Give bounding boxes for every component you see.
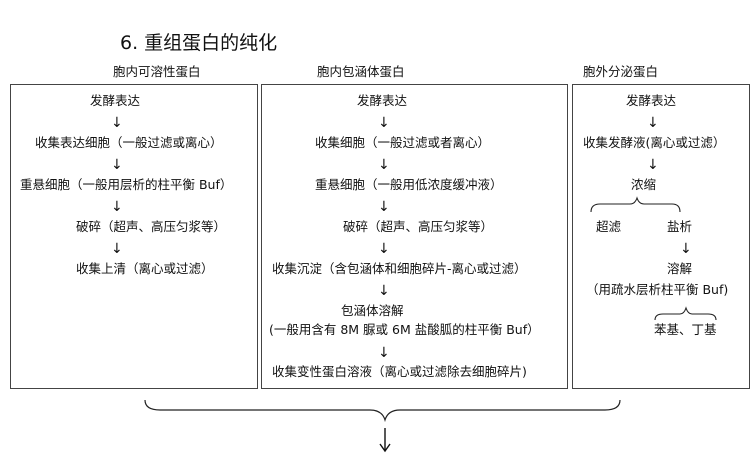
- flow-step: 破碎（超声、高压匀浆等）: [76, 219, 227, 234]
- soluble-protein-box: [10, 84, 258, 389]
- flow-step: 包涵体溶解: [341, 303, 404, 318]
- down-arrow-icon: ↓: [111, 115, 123, 131]
- flow-step: 破碎（超声、高压匀浆等）: [343, 219, 494, 234]
- flow-step: (一般用含有 8M 脲或 6M 盐酸胍的柱平衡 Buf）: [269, 322, 540, 337]
- column-heading: 胞内包涵体蛋白: [317, 64, 405, 79]
- down-arrow-icon: ↓: [111, 157, 123, 173]
- inclusion-body-box: [261, 84, 568, 389]
- flow-step: 溶解: [667, 261, 693, 276]
- flow-step: 超滤: [596, 219, 622, 234]
- branch-brace-icon: [590, 196, 681, 213]
- flow-step: 重悬细胞（一般用层析的柱平衡 Buf）: [20, 177, 233, 192]
- flow-step: 发酵表达: [626, 93, 677, 108]
- flow-step: 收集表达细胞（一般过滤或离心）: [35, 135, 223, 150]
- page-title: 6. 重组蛋白的纯化: [120, 32, 278, 54]
- down-arrow-icon: ↓: [378, 199, 390, 215]
- down-arrow-icon: ↓: [647, 115, 659, 131]
- branch-brace-icon: [654, 306, 717, 321]
- column-heading: 胞外分泌蛋白: [583, 64, 659, 79]
- down-arrow-icon: ↓: [111, 241, 123, 257]
- down-arrow-icon: ↓: [378, 345, 390, 361]
- flow-step: 发酵表达: [90, 93, 141, 108]
- flow-step: 盐析: [667, 219, 693, 234]
- flow-step: 发酵表达: [357, 93, 408, 108]
- down-arrow-icon: ↓: [378, 241, 390, 257]
- flow-step: 收集变性蛋白溶液（离心或过滤除去细胞碎片): [272, 364, 527, 379]
- flow-step: （用疏水层析柱平衡 Buf): [586, 282, 729, 297]
- down-arrow-icon: ↓: [647, 157, 659, 173]
- secreted-protein-box: [572, 84, 750, 389]
- flow-step: 收集发酵液(离心或过滤）: [583, 135, 726, 150]
- column-heading: 胞内可溶性蛋白: [113, 64, 201, 79]
- down-arrow-icon: ↓: [378, 157, 390, 173]
- flow-step: 收集沉淀（含包涵体和细胞碎片-离心或过滤）: [272, 261, 527, 276]
- down-arrow-icon: ↓: [111, 199, 123, 215]
- flow-step: 收集上清（离心或过滤）: [76, 261, 214, 276]
- flow-step: 重悬细胞（一般用低浓度缓冲液）: [315, 177, 503, 192]
- flow-step: 苯基、丁基: [654, 322, 717, 337]
- down-arrow-icon: ↓: [378, 115, 390, 131]
- flow-step: 收集细胞（一般过滤或者离心）: [315, 135, 491, 150]
- down-arrow-icon: ↓: [680, 241, 692, 257]
- flow-step: 浓缩: [631, 177, 657, 192]
- down-arrow-icon: ↓: [378, 283, 390, 299]
